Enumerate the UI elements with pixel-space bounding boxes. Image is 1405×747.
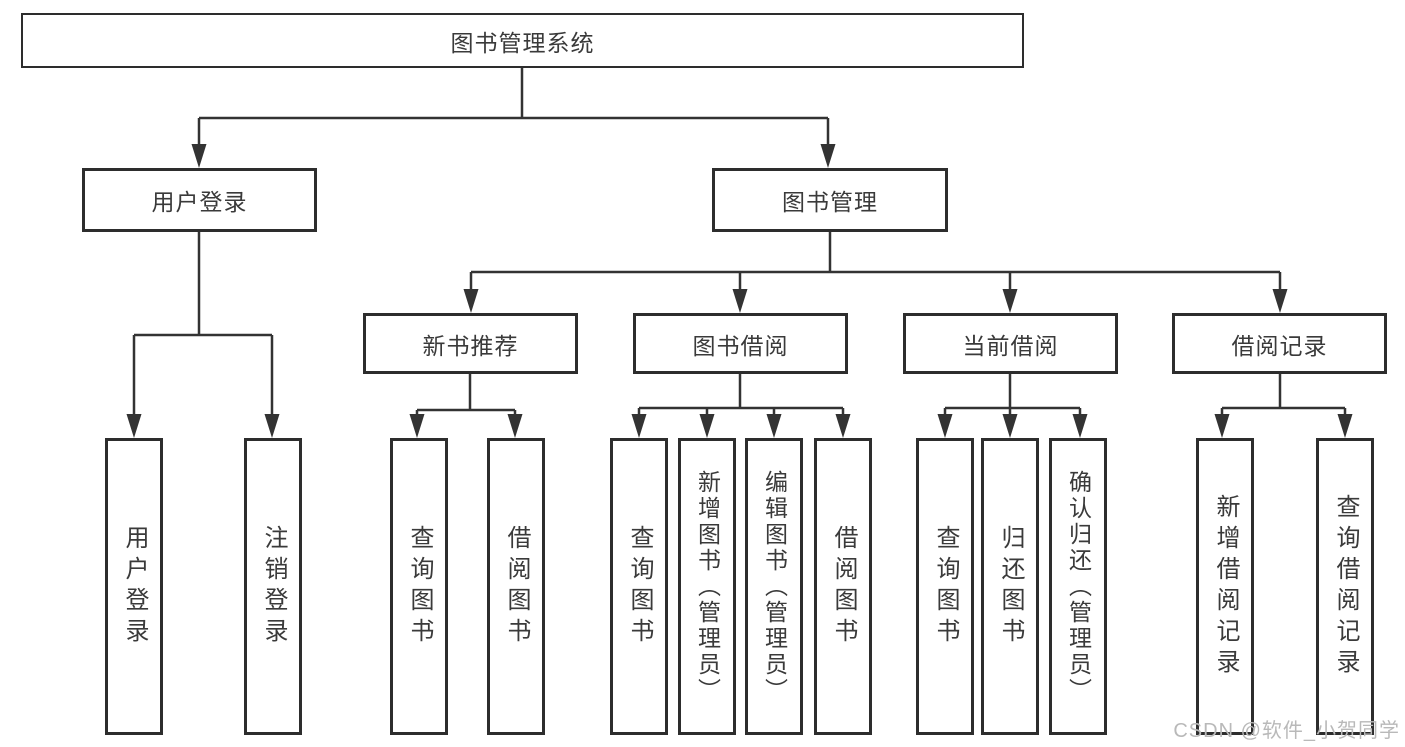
leaf-query-books-recommend: 查询图书 (390, 438, 448, 735)
node-current-borrowing: 当前借阅 (903, 313, 1118, 374)
node-book-management: 图书管理 (712, 168, 948, 232)
leaf-add-borrow-record: 新增借阅记录 (1196, 438, 1254, 735)
leaf-user-login: 用户登录 (105, 438, 163, 735)
leaf-edit-books-admin: 编辑图书（管理员） (745, 438, 803, 735)
leaf-add-books-admin: 新增图书（管理员） (678, 438, 736, 735)
csdn-watermark: CSDN @软件_小贺同学 (1173, 720, 1400, 742)
leaf-query-books-borrowing: 查询图书 (610, 438, 668, 735)
leaf-query-borrow-record: 查询借阅记录 (1316, 438, 1374, 735)
node-root-library-system: 图书管理系统 (21, 13, 1024, 68)
leaf-borrow-books-borrowing: 借阅图书 (814, 438, 872, 735)
node-borrow-records: 借阅记录 (1172, 313, 1387, 374)
node-user-login: 用户登录 (82, 168, 317, 232)
leaf-return-books: 归还图书 (981, 438, 1039, 735)
leaf-logout: 注销登录 (244, 438, 302, 735)
node-book-borrowing: 图书借阅 (633, 313, 848, 374)
leaf-query-books-current: 查询图书 (916, 438, 974, 735)
leaf-borrow-books-recommend: 借阅图书 (487, 438, 545, 735)
arrowheads (126, 144, 1353, 438)
node-new-book-recommend: 新书推荐 (363, 313, 578, 374)
leaf-confirm-return-admin: 确认归还（管理员） (1049, 438, 1107, 735)
